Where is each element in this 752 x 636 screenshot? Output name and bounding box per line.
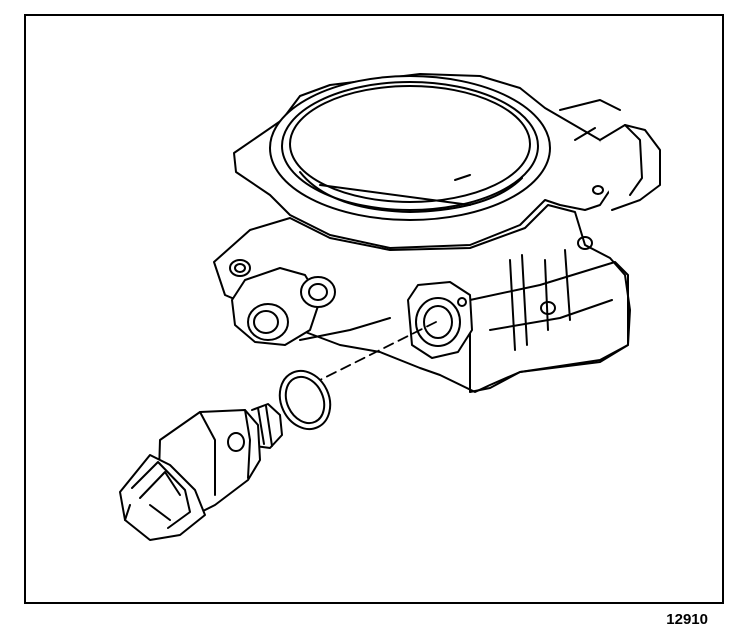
- figure-id: 12910: [666, 611, 708, 628]
- installation-guide-line: [299, 321, 437, 391]
- throttle-bore: [269, 75, 551, 221]
- left-boss: [231, 267, 391, 346]
- sensor-mounting-port: [407, 281, 473, 359]
- o-ring-seal: [278, 369, 332, 431]
- throttle-lever: [559, 99, 661, 211]
- idle-air-control-valve: [119, 403, 283, 541]
